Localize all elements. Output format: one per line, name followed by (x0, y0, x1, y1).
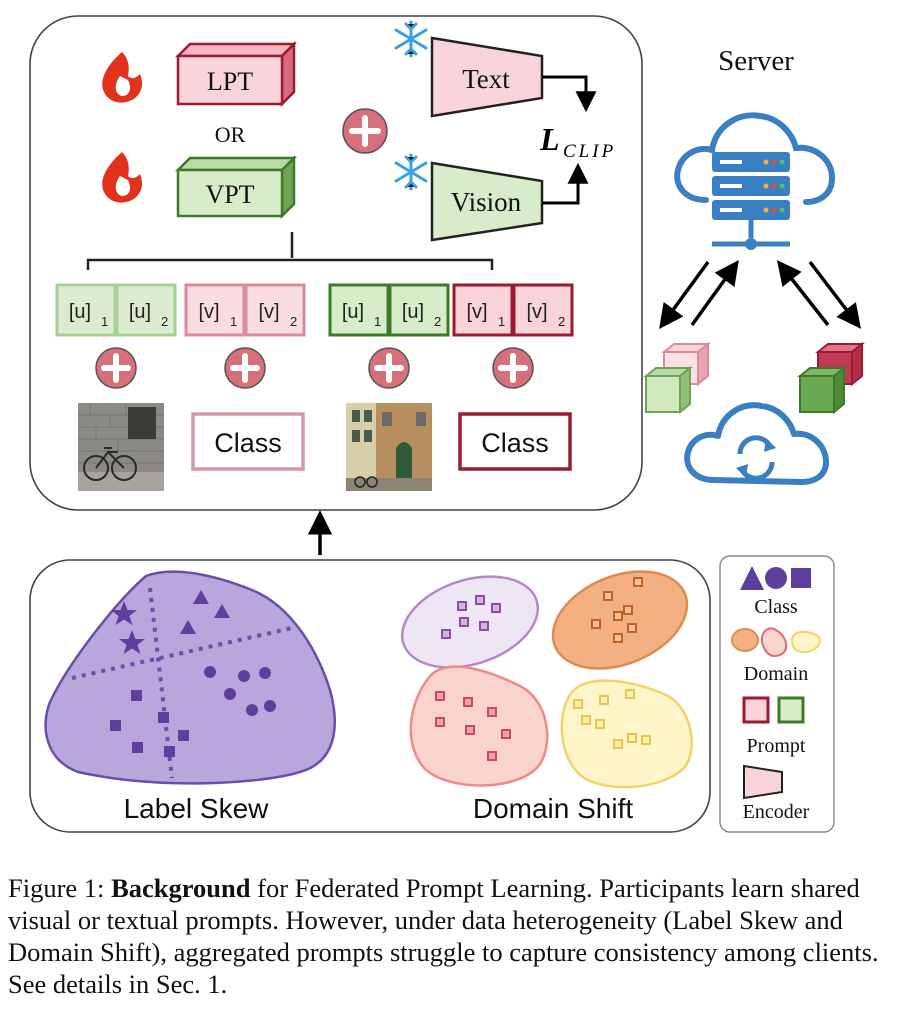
lpt-prompt-box: LPT (174, 40, 298, 108)
or-label: OR (215, 122, 246, 147)
flame-icon (102, 52, 143, 103)
loss-symbol: L (539, 121, 560, 157)
upload-arrow-left (690, 260, 739, 327)
svg-text:1: 1 (230, 314, 237, 329)
domain-ellipse-purple (400, 575, 540, 669)
text-encoder (430, 36, 544, 118)
svg-text:2: 2 (290, 314, 297, 329)
domain-shift-caption: Domain Shift (473, 793, 634, 824)
vision-encoder (430, 161, 544, 242)
token-v2: [v] (258, 301, 279, 323)
svg-text:2: 2 (434, 314, 441, 329)
legend-domain-label: Domain (744, 663, 808, 685)
token-pair-v-dark: [v] 1 [v] 2 (452, 283, 574, 337)
text-encoder-label: Text (462, 64, 510, 94)
legend-prompt-label: Prompt (747, 735, 806, 757)
vision-encoder-label: Vision (451, 187, 522, 217)
svg-text:1: 1 (374, 314, 381, 329)
server-label: Server (718, 45, 794, 77)
client-prompt-cubes-right (797, 341, 865, 415)
vpt-prompt-box: VPT (174, 154, 298, 220)
sync-cloud-icon (684, 402, 829, 485)
legend-domain-shapes (731, 627, 821, 657)
plus-icon (492, 347, 534, 389)
legend-class-label: Class (754, 596, 798, 618)
legend-encoder-label: Encoder (743, 801, 810, 823)
server-cloud-icon (674, 112, 836, 250)
client-prompt-cubes-left (643, 341, 711, 415)
plus-icon (368, 347, 410, 389)
svg-text:1: 1 (498, 314, 505, 329)
svg-text:2: 2 (558, 314, 565, 329)
legend-prompt-shapes (742, 696, 805, 724)
caption-prefix: Figure 1: (8, 873, 112, 903)
bicycle-photo (78, 403, 164, 491)
caption-bold: Background (111, 873, 251, 903)
download-arrow-right (808, 260, 861, 329)
svg-text:1: 1 (101, 314, 108, 329)
prompt-bracket (86, 232, 494, 270)
legend-class-shapes (740, 566, 811, 590)
token-v1: [v] (198, 301, 219, 323)
download-arrow-left (659, 260, 710, 329)
street-photo (346, 403, 432, 491)
vision-to-loss-arrow (542, 162, 589, 205)
text-to-loss-arrow (542, 75, 597, 113)
token-u1: [u] (342, 301, 364, 323)
vpt-label: VPT (205, 180, 254, 209)
plus-icon (342, 108, 388, 154)
class-box-dark-label: Class (481, 428, 549, 458)
loss-subscript: CLIP (563, 141, 616, 162)
snowflake-icon (394, 20, 428, 58)
caption-text: for Federated Prompt Learning. Participa… (8, 873, 879, 999)
token-v1: [v] (466, 301, 487, 323)
figure-caption: Figure 1: Background for Federated Promp… (8, 872, 896, 1000)
class-box-dark (458, 412, 572, 471)
token-v2: [v] (526, 301, 547, 323)
legend-panel (719, 555, 835, 833)
class-box-light-label: Class (214, 428, 282, 458)
domain-ellipse-orange (551, 570, 689, 670)
svg-text:2: 2 (161, 314, 168, 329)
token-u1: [u] (69, 301, 91, 323)
token-u2: [u] (402, 301, 424, 323)
plus-icon (224, 347, 266, 389)
domain-ellipse-yellow (560, 679, 693, 789)
class-box-light (191, 412, 305, 471)
token-u2: [u] (129, 301, 151, 323)
legend-encoder-shape (743, 764, 783, 800)
token-pair-v-light: [v] 1 [v] 2 (184, 283, 306, 337)
plus-icon (95, 347, 137, 389)
client-panel (29, 15, 643, 511)
lpt-label: LPT (207, 67, 253, 96)
domain-ellipse-red (409, 665, 549, 787)
figure-diagram: LPT OR VPT Text Vision L CLIP [u] 1 (29, 15, 865, 833)
label-skew-region (44, 570, 336, 785)
upload-arrow-right (776, 260, 830, 327)
token-pair-u-light: [u] 1 [u] 2 (55, 283, 177, 337)
token-pair-u-dark: [u] 1 [u] 2 (328, 283, 450, 337)
snowflake-icon (394, 153, 428, 191)
label-skew-caption: Label Skew (124, 793, 270, 824)
flame-icon (102, 152, 143, 203)
